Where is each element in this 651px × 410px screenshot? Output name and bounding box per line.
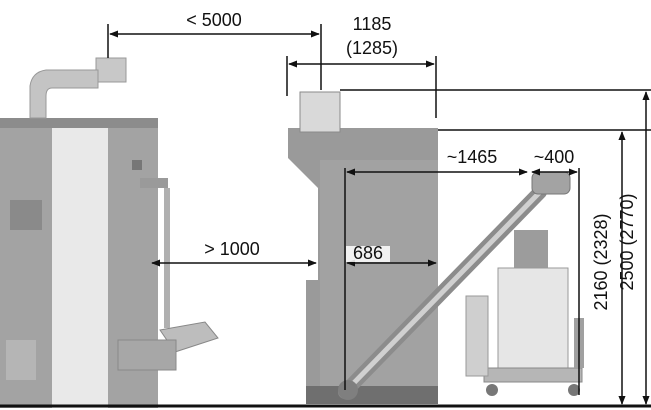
intake-hopper <box>465 230 584 396</box>
silo-width-label: 1185 <box>353 14 392 34</box>
boiler-burner-connection <box>117 178 219 371</box>
feed-auger <box>338 185 547 400</box>
dimension-lines <box>109 30 650 405</box>
auger-motor <box>531 171 571 195</box>
flue-distance-label: < 5000 <box>186 10 242 30</box>
boiler-flue-pipe <box>29 57 127 119</box>
inner-height-label: 2160 (2328) <box>591 213 611 310</box>
extension-lines <box>107 24 651 395</box>
side-clearance-label: > 1000 <box>204 239 260 259</box>
boiler <box>0 118 158 408</box>
hopper-width-label: ~400 <box>534 147 575 167</box>
silo-depth-label: 686 <box>353 243 383 263</box>
auger-span-label: ~1465 <box>447 147 498 167</box>
silo-width-alt-label: (1285) <box>346 38 398 58</box>
total-height-label: 2500 (2770) <box>617 193 637 290</box>
